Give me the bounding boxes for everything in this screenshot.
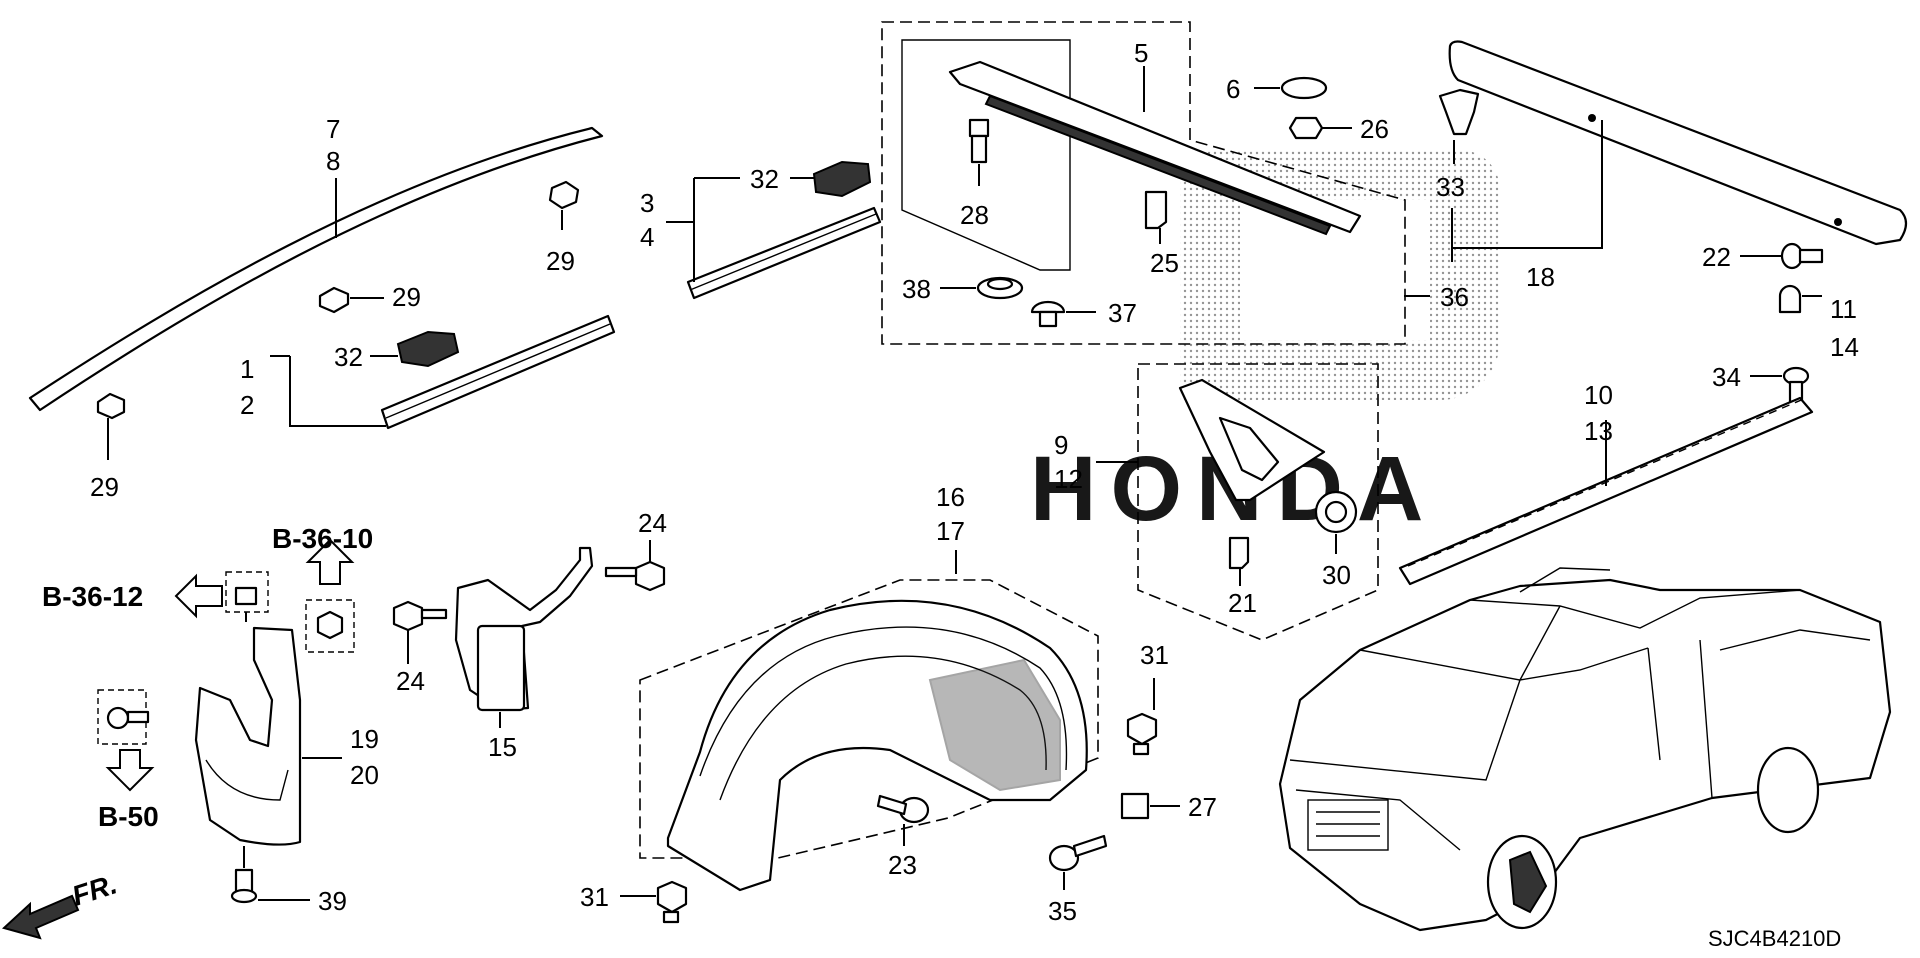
- callout-12: 12: [1054, 464, 1083, 494]
- direction-label: FR.: [68, 868, 120, 911]
- inner-fender-16-17: [666, 550, 1088, 892]
- callout-15: 15: [488, 732, 517, 762]
- ref-b-36-10: [305, 538, 355, 653]
- callout-8: 8: [326, 146, 340, 176]
- bed-rail-strip: [1398, 396, 1814, 586]
- callout-1: 1: [240, 354, 254, 384]
- callout-39: 39: [318, 886, 347, 916]
- callout-22: 22: [1702, 242, 1731, 272]
- roof-molding: [28, 126, 604, 412]
- callout-20: 20: [350, 760, 379, 790]
- bolt-24-a: [392, 600, 448, 664]
- clip-29-a: [548, 180, 580, 230]
- ref-label-b-36-10[interactable]: B-36-10: [272, 523, 373, 554]
- ref-b-36-12: [174, 571, 269, 622]
- screw-35: [1048, 834, 1108, 890]
- callout-17: 17: [936, 516, 965, 546]
- cap-6: [1254, 76, 1328, 100]
- grommet-30: [1314, 490, 1358, 554]
- callout-21: 21: [1228, 588, 1257, 618]
- callout-10: 10: [1584, 380, 1613, 410]
- rail-cover-18: [1448, 40, 1908, 262]
- callout-16: 16: [936, 482, 965, 512]
- clip-31-a: [1126, 678, 1158, 756]
- nut-27: [1120, 792, 1180, 820]
- callout-9: 9: [1054, 430, 1068, 460]
- diagram-code: SJC4B4210D: [1708, 926, 1841, 951]
- group-box-9-12: [1137, 363, 1379, 641]
- callout-31-b: 31: [580, 882, 609, 912]
- callout-6: 6: [1226, 74, 1240, 104]
- grommet-38: [940, 276, 1024, 300]
- clip-21: [1228, 536, 1250, 586]
- callout-19: 19: [350, 724, 379, 754]
- group-box-36: [881, 21, 1406, 345]
- callout-24-b: 24: [638, 508, 667, 538]
- ref-label-b-50[interactable]: B-50: [98, 801, 159, 832]
- roof-rail-5: [948, 60, 1362, 236]
- bolt-28: [968, 118, 990, 186]
- clip-29-c: [96, 392, 126, 460]
- callout-25: 25: [1150, 248, 1179, 278]
- group-box-5: [901, 39, 1071, 271]
- screw-23: [876, 794, 930, 846]
- callout-27: 27: [1188, 792, 1217, 822]
- callout-5: 5: [1134, 38, 1148, 68]
- callout-29-b: 29: [392, 282, 421, 312]
- callout-11: 11: [1830, 294, 1857, 324]
- callout-34: 34: [1712, 362, 1741, 392]
- callout-13: 13: [1584, 416, 1613, 446]
- bolt-24-b: [604, 540, 666, 592]
- callout-38: 38: [902, 274, 931, 304]
- callout-32-a: 32: [334, 342, 363, 372]
- callout-7: 7: [326, 114, 340, 144]
- callout-3: 3: [640, 188, 654, 218]
- door-molding-upper: [666, 160, 882, 300]
- screw-39: [230, 846, 310, 904]
- nut-26: [1288, 116, 1352, 140]
- callout-37: 37: [1108, 298, 1137, 328]
- callout-4: 4: [640, 222, 654, 252]
- clip-37: [1030, 300, 1096, 328]
- group-box-16-17: [639, 579, 1099, 859]
- ref-b-50: [97, 689, 155, 792]
- callout-33: 33: [1436, 172, 1465, 202]
- splash-shield-15: [454, 546, 594, 728]
- callout-23: 23: [888, 850, 917, 880]
- front-direction-arrow: [2, 894, 80, 940]
- callout-30: 30: [1322, 560, 1351, 590]
- callout-28: 28: [960, 200, 989, 230]
- mudguard-19-20: [194, 626, 342, 846]
- clip-11-14: [1778, 284, 1822, 314]
- callout-18: 18: [1526, 262, 1555, 292]
- callout-35: 35: [1048, 896, 1077, 926]
- bracket-9-12: [1096, 378, 1326, 502]
- callout-36: 36: [1440, 282, 1469, 312]
- clip-31-b: [620, 880, 688, 924]
- clip-29-b: [318, 286, 384, 314]
- callout-24-a: 24: [396, 666, 425, 696]
- screw-22: [1740, 242, 1824, 270]
- callout-14: 14: [1830, 332, 1859, 362]
- truck-illustration: [1278, 567, 1892, 932]
- callout-31-a: 31: [1140, 640, 1169, 670]
- callout-2: 2: [240, 390, 254, 420]
- callout-26: 26: [1360, 114, 1389, 144]
- clip-25: [1144, 190, 1168, 244]
- callout-29-c: 29: [90, 472, 119, 502]
- callout-29-a: 29: [546, 246, 575, 276]
- clip-33: [1438, 88, 1480, 164]
- ref-label-b-36-12[interactable]: B-36-12: [42, 581, 143, 612]
- callout-32-b: 32: [750, 164, 779, 194]
- door-molding-lower: [270, 314, 616, 430]
